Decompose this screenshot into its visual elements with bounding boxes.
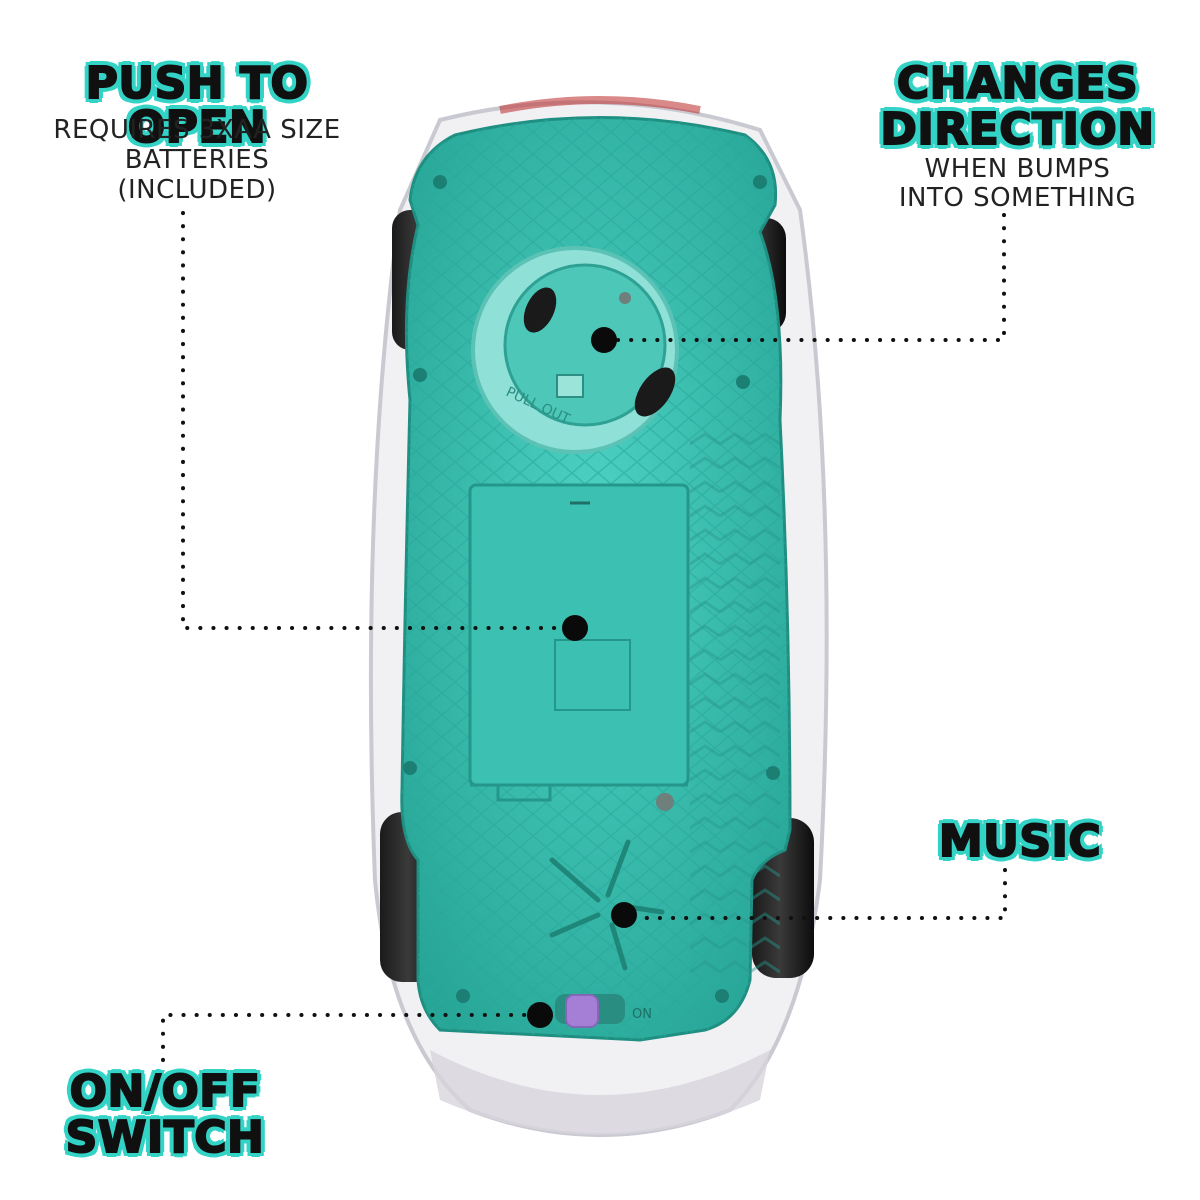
changes-direction-title-2: DIRECTION [879,104,1155,155]
push-to-open-title: PUSH TO OPEN [85,58,309,153]
battery-compartment [468,483,690,811]
push-to-open-line [181,211,564,630]
callout-lines [161,211,1007,1062]
push-to-open-dot [562,615,588,641]
on-label: ON [632,1007,652,1022]
on-off-switch-title-1: ON/OFF [69,1066,261,1117]
switch-line [161,1013,532,1062]
push-to-open-line-1: REQUIRES 3XAA SIZE [53,115,341,145]
switch-dot [527,1002,553,1028]
on-off-switch-slider [555,994,625,1028]
changes-direction-line-2: INTO SOMETHING [898,183,1137,213]
push-to-open-line-2: BATTERIES [124,145,270,175]
changes-direction-dot [591,327,617,353]
music-dot [611,902,637,928]
on-off-switch-title-2: SWITCH [65,1112,265,1163]
bump-and-go-wheel [471,246,679,454]
changes-direction-title-1: CHANGES [896,58,1139,109]
push-to-open-line-3: (INCLUDED) [117,175,277,205]
music-title: MUSIC [938,816,1102,867]
changes-direction-line-1: WHEN BUMPS [924,154,1111,184]
